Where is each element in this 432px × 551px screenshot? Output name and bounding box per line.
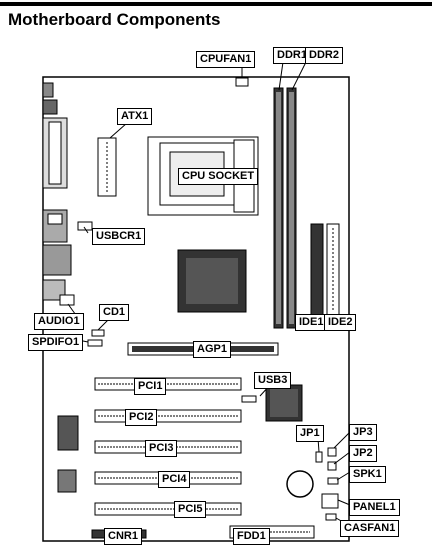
page-title: Motherboard Components	[8, 10, 221, 29]
label-usb3: USB3	[254, 372, 292, 389]
ddr2-leader	[291, 61, 307, 91]
spk1-leader	[336, 471, 351, 481]
jp2-leader	[333, 451, 351, 465]
label-pci3: PCI3	[145, 440, 178, 457]
misc-chip-1	[57, 415, 79, 451]
label-ddr2: DDR2	[305, 47, 343, 64]
cd1-header	[91, 329, 105, 337]
atx1-leader	[109, 122, 128, 139]
usb-port	[47, 213, 63, 225]
label-ide2: IDE2	[324, 314, 357, 331]
parallel-port-pins	[48, 121, 62, 185]
usbcr1-leader	[83, 226, 89, 234]
casfan1-header	[325, 513, 337, 521]
label-audio1: AUDIO1	[34, 313, 84, 330]
label-pci2: PCI2	[125, 409, 158, 426]
label-pci5: PCI5	[174, 501, 207, 518]
northbridge-core	[186, 258, 238, 304]
panel1-header	[321, 493, 339, 509]
lan-port	[42, 244, 72, 276]
ide1-connector	[310, 223, 324, 317]
label-cnr1: CNR1	[104, 528, 142, 545]
ddr1-slot-inner	[276, 92, 281, 324]
southbridge-core	[270, 389, 298, 417]
label-usbcr1: USBCR1	[92, 228, 146, 245]
jp3-leader	[333, 431, 351, 449]
label-cpufan1: CPUFAN1	[196, 51, 256, 68]
jp3-header	[327, 447, 337, 457]
label-jp1: JP1	[296, 425, 324, 442]
panel1-leader	[337, 499, 351, 506]
label-atx1: ATX1	[117, 108, 153, 125]
label-fdd1: FDD1	[233, 528, 270, 545]
label-cpu-socket: CPU SOCKET	[178, 168, 259, 185]
jp1-header	[315, 451, 323, 463]
label-jp2: JP2	[349, 445, 377, 462]
jp2-header	[327, 461, 337, 471]
label-agp1: AGP1	[193, 341, 231, 358]
label-cd1: CD1	[99, 304, 130, 321]
label-spdifo1: SPDIFO1	[28, 334, 84, 351]
cpufan1-header	[235, 77, 249, 87]
ps2-port-2	[42, 99, 58, 115]
usb3-header	[241, 395, 257, 403]
spdifo1-header	[87, 339, 103, 347]
misc-chip-2	[57, 469, 77, 493]
ps2-port	[42, 82, 54, 98]
label-panel1: PANEL1	[349, 499, 400, 516]
ddr1-leader	[278, 61, 284, 91]
title-rule	[0, 2, 432, 6]
label-ide1: IDE1	[295, 314, 328, 331]
cmos-battery	[286, 470, 314, 498]
label-pci1: PCI1	[134, 378, 167, 395]
ddr2-slot-inner	[289, 92, 294, 324]
label-pci4: PCI4	[158, 471, 191, 488]
audio1-header	[59, 294, 75, 306]
label-jp3: JP3	[349, 424, 377, 441]
label-ddr1: DDR1	[273, 47, 311, 64]
label-casfan1: CASFAN1	[340, 520, 400, 537]
spk1-header	[327, 477, 339, 485]
label-spk1: SPK1	[349, 466, 386, 483]
usbcr1-header	[77, 221, 93, 231]
